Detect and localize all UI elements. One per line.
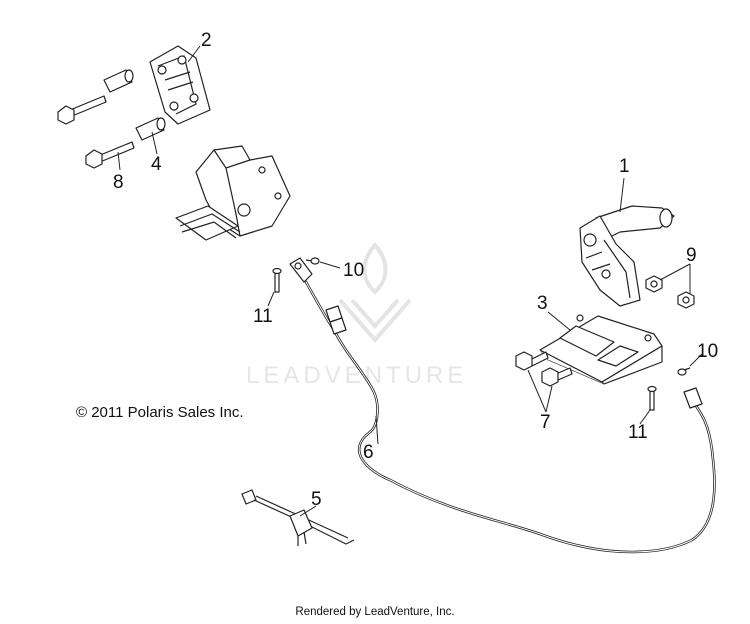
part-nut-right[interactable]: [677, 291, 695, 309]
part-cable-tie[interactable]: [241, 489, 355, 546]
part-brake-cable[interactable]: [304, 280, 716, 554]
copyright-notice: © 2011 Polaris Sales Inc.: [76, 404, 244, 421]
part-nut-left[interactable]: [645, 275, 663, 293]
leadventure-watermark-logo: [338, 241, 412, 344]
callout-11-upper: 11: [253, 306, 273, 327]
callout-11-lower: 11: [628, 422, 648, 443]
callout-4: 4: [151, 154, 162, 175]
part-cotter-pin-lower[interactable]: [677, 367, 691, 376]
callout-9: 9: [686, 245, 697, 266]
callout-7: 7: [540, 412, 551, 433]
part-spacer-upper[interactable]: [103, 69, 134, 93]
callout-3: 3: [537, 293, 548, 314]
part-clevis-pin-lower[interactable]: [647, 385, 657, 411]
watermark-text: LEADVENTURE: [246, 362, 467, 389]
leader-lines: [117, 45, 703, 517]
part-cable-clevis-upper[interactable]: [289, 257, 313, 283]
callout-5: 5: [311, 489, 322, 510]
callout-8: 8: [113, 172, 124, 193]
footer-credit: Rendered by LeadVenture, Inc.: [295, 606, 455, 618]
part-cotter-pin-upper[interactable]: [305, 257, 320, 265]
part-mounting-bracket[interactable]: [539, 314, 663, 385]
part-bracket-plate[interactable]: [149, 45, 211, 125]
callout-2: 2: [201, 30, 212, 51]
part-bolt-7a[interactable]: [515, 351, 549, 371]
part-clevis-pin-upper[interactable]: [272, 267, 282, 293]
callout-6: 6: [363, 442, 374, 463]
part-bolt-7b[interactable]: [541, 367, 573, 387]
callout-10-upper: 10: [343, 260, 364, 281]
callout-10-lower: 10: [697, 341, 718, 362]
part-spacer-lower[interactable]: [135, 117, 166, 141]
callout-1: 1: [619, 156, 630, 177]
part-bolt-upper[interactable]: [57, 95, 107, 125]
part-brake-lever[interactable]: [579, 205, 675, 307]
part-mount-assembly[interactable]: [175, 145, 291, 241]
part-bolt-lower[interactable]: [85, 141, 135, 169]
